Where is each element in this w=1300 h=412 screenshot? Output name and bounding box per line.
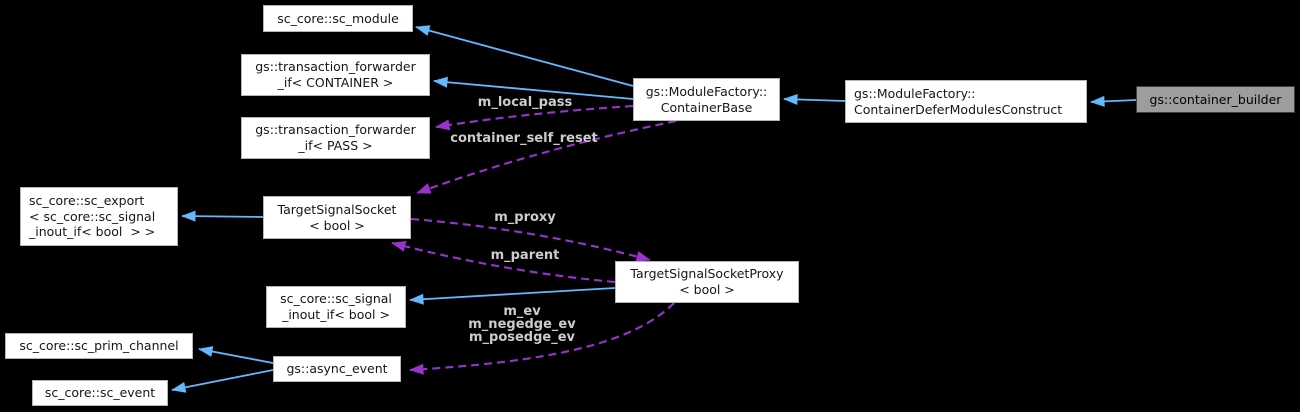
- node-transaction_forwarder_pass-line-0: gs::transaction_forwarder: [255, 122, 416, 138]
- node-prim_channel[interactable]: sc_core::sc_prim_channel: [5, 333, 193, 359]
- edge-inheritance-container_base-to-sc_module: [415, 25, 634, 87]
- node-sc_export[interactable]: sc_core::sc_export< sc_core::sc_signal_i…: [20, 187, 178, 246]
- node-container_defer_modules_construct-line-0: gs::ModuleFactory::: [854, 85, 976, 101]
- edge-inheritance-target_signal_socket-to-sc_export: [181, 210, 264, 222]
- edge-inheritance-target_signal_socket_proxy-to-signal_inout_if: [409, 287, 616, 305]
- node-signal_inout_if-line-0: sc_core::sc_signal: [280, 291, 392, 307]
- node-target_signal_socket-line-1: < bool >: [309, 217, 365, 233]
- node-transaction_forwarder_container-line-0: gs::transaction_forwarder: [255, 59, 416, 75]
- node-transaction_forwarder_container-line-1: _if< CONTAINER >: [277, 75, 394, 90]
- edge-inheritance-container_base-to-transaction_forwarder_container: [433, 76, 634, 100]
- node-target_signal_socket_proxy-line-1: < bool >: [679, 282, 735, 297]
- node-container_defer_modules_construct[interactable]: gs::ModuleFactory::ContainerDeferModules…: [845, 80, 1087, 123]
- node-target_signal_socket-line-0: TargetSignalSocket: [277, 201, 397, 217]
- edge-label-container_base-to-transaction_forwarder_pass: m_local_pass: [478, 95, 573, 110]
- edge-usage-target_signal_socket_proxy-to-target_signal_socket: [391, 241, 616, 284]
- node-signal_inout_if-line-1: _inout_if< bool >: [282, 307, 390, 322]
- node-container_base-line-0: gs::ModuleFactory::: [645, 83, 768, 99]
- node-target_signal_socket[interactable]: TargetSignalSocket< bool >: [263, 196, 411, 239]
- node-sc_event[interactable]: sc_core::sc_event: [32, 380, 168, 406]
- node-target_signal_socket_proxy[interactable]: TargetSignalSocketProxy< bool >: [615, 261, 799, 303]
- edge-inheritance-container_builder-to-container_defer_modules_construct: [1090, 95, 1137, 107]
- edge-inheritance-container_defer_modules_construct-to-container_base: [783, 93, 846, 105]
- node-async_event[interactable]: gs::async_event: [273, 356, 401, 382]
- edge-usage-target_signal_socket-to-target_signal_socket_proxy: [410, 217, 651, 262]
- node-container_base[interactable]: gs::ModuleFactory::ContainerBase: [633, 78, 780, 121]
- node-container_base-line-1: ContainerBase: [660, 99, 753, 115]
- edge-usage-container_base-to-target_signal_socket: [416, 119, 677, 194]
- edge-label-container_base-to-target_signal_socket: container_self_reset: [450, 131, 597, 146]
- edge-inheritance-async_event-to-sc_event: [171, 369, 274, 393]
- node-container_builder-line-0: gs::container_builder: [1149, 91, 1282, 107]
- node-sc_export-line-2: _inout_if< bool > >: [29, 224, 156, 240]
- node-transaction_forwarder_pass-line-1: _if< PASS >: [298, 138, 373, 153]
- node-sc_module[interactable]: sc_core::sc_module: [263, 5, 413, 32]
- edge-inheritance-async_event-to-prim_channel: [198, 346, 274, 364]
- node-container_builder: gs::container_builder: [1136, 86, 1295, 113]
- node-transaction_forwarder_container[interactable]: gs::transaction_forwarder_if< CONTAINER …: [241, 54, 430, 96]
- node-async_event-line-0: gs::async_event: [286, 361, 388, 377]
- edge-usage-container_base-to-transaction_forwarder_pass: [435, 104, 634, 131]
- node-signal_inout_if[interactable]: sc_core::sc_signal_inout_if< bool >: [266, 286, 406, 328]
- edge-label-target_signal_socket_proxy-to-target_signal_socket: m_parent: [491, 248, 560, 263]
- node-transaction_forwarder_pass[interactable]: gs::transaction_forwarder_if< PASS >: [241, 117, 430, 159]
- node-sc_event-line-0: sc_core::sc_event: [44, 385, 156, 401]
- node-container_defer_modules_construct-line-1: ContainerDeferModulesConstruct: [854, 101, 1063, 117]
- node-prim_channel-line-0: sc_core::sc_prim_channel: [19, 338, 179, 354]
- node-sc_module-line-0: sc_core::sc_module: [277, 10, 399, 26]
- node-sc_export-line-0: sc_core::sc_export: [29, 192, 145, 208]
- node-sc_export-line-1: < sc_core::sc_signal: [29, 208, 156, 224]
- edge-label-target_signal_socket-to-target_signal_socket_proxy: m_proxy: [494, 210, 556, 225]
- edge-usage-target_signal_socket_proxy-to-async_event: [409, 302, 675, 375]
- node-target_signal_socket_proxy-line-0: TargetSignalSocketProxy: [630, 266, 784, 282]
